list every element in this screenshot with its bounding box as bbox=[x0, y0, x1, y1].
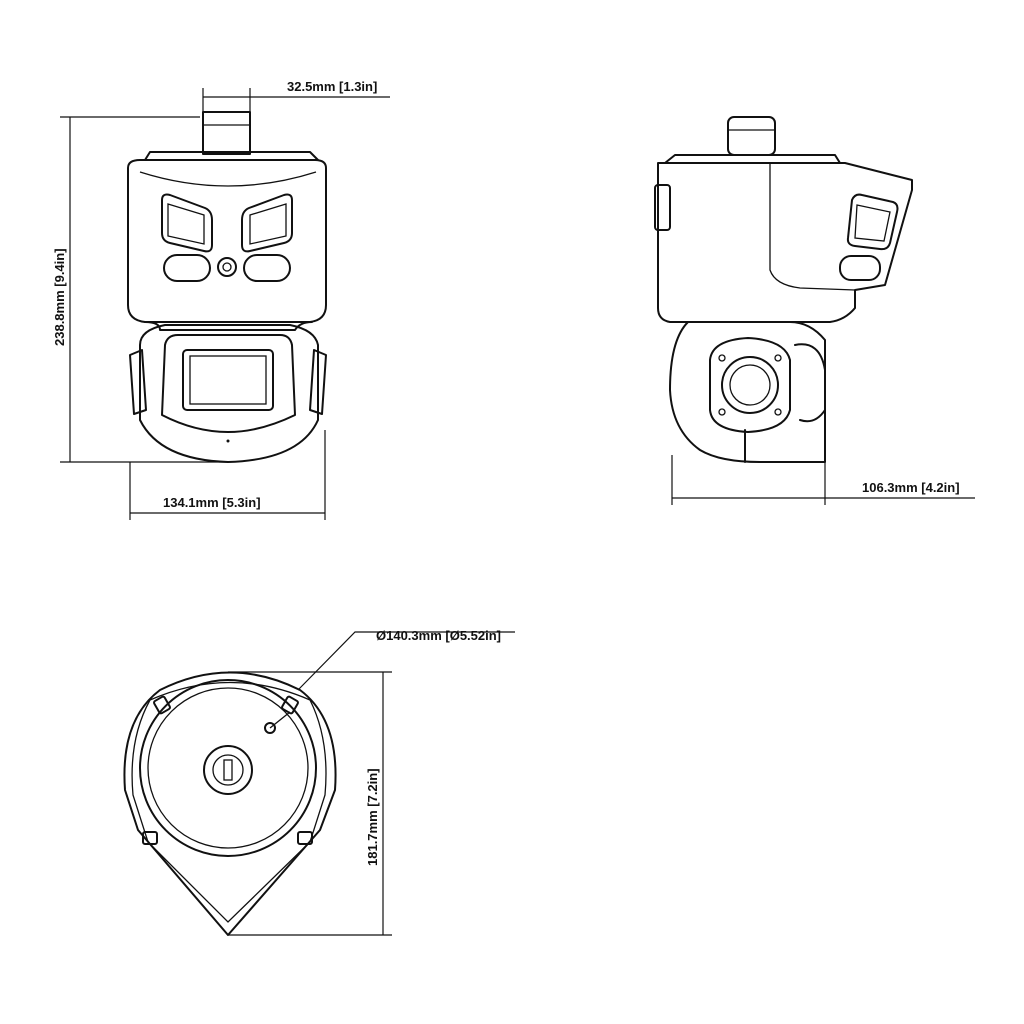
bottom-view bbox=[123, 671, 337, 936]
side-view bbox=[654, 116, 913, 463]
side-depth-label: 106.3mm [4.2in] bbox=[862, 480, 960, 495]
front-width-label: 134.1mm [5.3in] bbox=[163, 495, 261, 510]
bottom-length-label: 181.7mm [7.2in] bbox=[365, 768, 380, 866]
mount-width-label: 32.5mm [1.3in] bbox=[287, 79, 377, 94]
bottom-diameter-label: Ø140.3mm [Ø5.52in] bbox=[376, 628, 501, 643]
height-label: 238.8mm [9.4in] bbox=[52, 248, 67, 346]
front-view bbox=[127, 111, 327, 463]
dimension-lines bbox=[60, 88, 975, 936]
